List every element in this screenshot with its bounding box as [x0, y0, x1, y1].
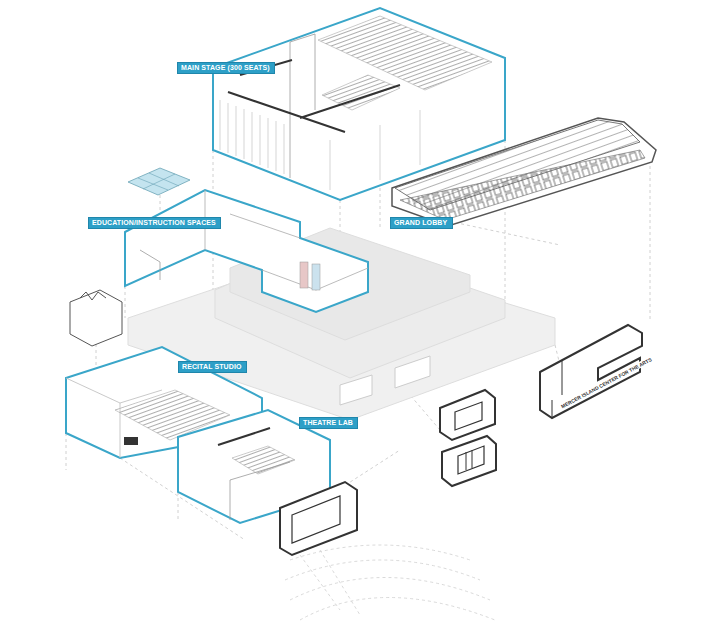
dashed-leaders [410, 395, 440, 430]
tower-piece [70, 290, 122, 346]
solar-panels [138, 173, 179, 190]
education-volume [125, 190, 368, 312]
window-frames [440, 390, 495, 440]
tower-piece [80, 292, 106, 300]
recital-studio-volume [66, 378, 162, 458]
education-volume [205, 190, 368, 290]
ground-arcs [300, 555, 340, 610]
tower-piece [70, 290, 122, 346]
ground-arcs [290, 545, 470, 560]
grand-lobby-volume [400, 150, 645, 220]
dashed-leaders [66, 8, 650, 540]
label-tag: RECITAL STUDIO [178, 361, 247, 373]
label-tag: GRAND LOBBY [390, 217, 453, 229]
education-volume [140, 250, 160, 280]
window-frames [440, 390, 496, 486]
recital-studio-volume [124, 437, 138, 445]
dashed-leaders [650, 160, 651, 320]
dashed-leaders [66, 433, 67, 470]
window-frames [466, 450, 472, 470]
label-tag: MAIN STAGE (300 SEATS) [177, 62, 275, 74]
tag-text: THEATRE LAB [303, 419, 354, 427]
dashed-leaders [160, 195, 161, 215]
sign-piece [552, 360, 562, 418]
dashed-leaders [125, 286, 126, 318]
ground-arcs [285, 560, 480, 580]
entry-frame [292, 496, 340, 543]
ground-arcs [285, 545, 495, 620]
entry-frame [280, 482, 357, 555]
solar-panels [128, 168, 190, 195]
solar-panels [128, 168, 190, 195]
tag-text: RECITAL STUDIO [182, 363, 243, 371]
main-stage-volume [290, 34, 315, 178]
tag-text: GRAND LOBBY [394, 219, 449, 227]
main-stage-volume [220, 100, 420, 190]
main-stage-volume [318, 16, 492, 90]
grand-lobby-volume [392, 118, 656, 226]
main-stage-volume [322, 75, 400, 110]
education-volume [300, 262, 308, 288]
window-frames [455, 402, 482, 430]
building-massing [340, 375, 372, 405]
window-frames [458, 446, 484, 474]
ground-arcs [320, 550, 360, 615]
window-frames [442, 436, 496, 486]
grand-lobby-volume [392, 118, 656, 226]
building-massing [395, 356, 430, 388]
ground-arcs [290, 578, 490, 601]
ground-arcs [300, 598, 495, 621]
theatre-lab-volume [218, 428, 270, 445]
entry-frame [280, 482, 357, 555]
education-volume [125, 190, 368, 312]
label-tag: EDUCATION/INSTRUCTION SPACES [88, 217, 221, 229]
education-volume [312, 264, 320, 290]
dashed-leaders [178, 492, 179, 520]
tag-text: EDUCATION/INSTRUCTION SPACES [92, 219, 217, 227]
label-tag: THEATRE LAB [299, 417, 358, 429]
tag-text: MAIN STAGE (300 SEATS) [181, 64, 271, 72]
